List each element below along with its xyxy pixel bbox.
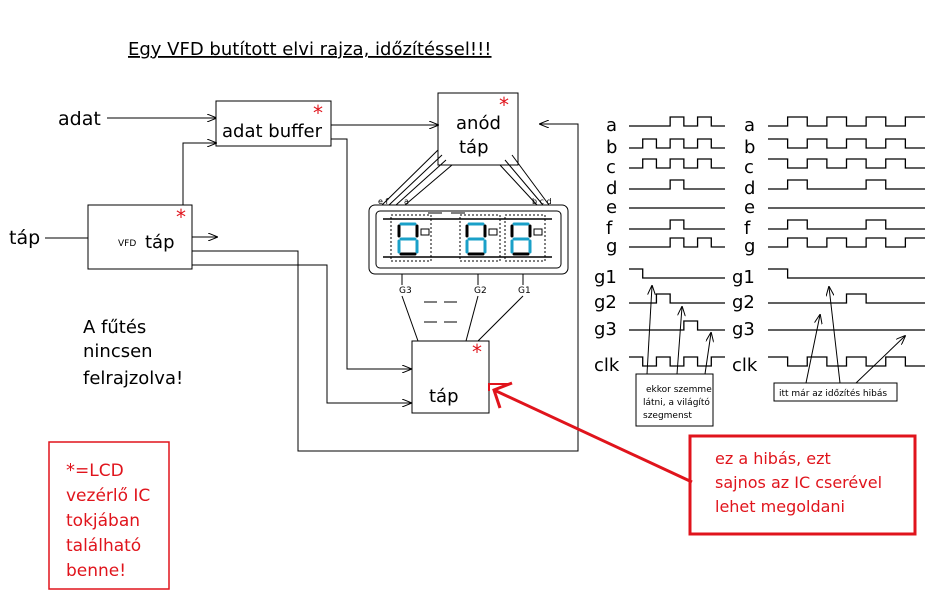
- error-arrow: [493, 388, 693, 484]
- segment-pins-right: b c d: [532, 197, 552, 206]
- waveform-c: [768, 158, 925, 169]
- signal-label-g3: g3: [732, 319, 755, 340]
- signal-label-a: a: [606, 115, 617, 136]
- signal-label-g2: g2: [594, 292, 617, 313]
- signal-label-d: d: [744, 178, 755, 199]
- lcd-note-line: vezérlő IC: [66, 486, 150, 506]
- waveform-g1: [629, 268, 725, 279]
- timing-note-left-line: ekkor szemmel: [646, 385, 714, 395]
- timing-note-left-box: [635, 373, 714, 427]
- signal-label-f: f: [744, 218, 751, 239]
- vfdtap-to-buffer: [182, 143, 216, 205]
- timing-note-arrows: [646, 286, 905, 384]
- anod-label: anód: [456, 113, 501, 134]
- timing-note-left-line: látni, a világító: [643, 397, 710, 408]
- asterisk-marker: *: [472, 340, 482, 364]
- waveform-b: [768, 138, 925, 149]
- display-element: [488, 228, 498, 236]
- waveform-b: [629, 138, 725, 149]
- asterisk-marker: *: [313, 101, 323, 125]
- signal-label-b: b: [606, 137, 617, 158]
- futes-note-line: nincsen: [83, 341, 153, 362]
- waveform-clk: [768, 356, 925, 367]
- signal-label-clk: clk: [594, 355, 620, 376]
- grid-wires: [401, 274, 524, 342]
- lcd-note-line: benne!: [66, 561, 126, 581]
- vfdtap-line-2: [192, 124, 579, 452]
- page-title: Egy VFD butított elvi rajza, időzítéssel…: [128, 39, 492, 60]
- waveform-g1: [768, 268, 925, 279]
- waveform-g3: [629, 320, 725, 331]
- signal-label-g: g: [744, 236, 755, 257]
- lcd-note-line: található: [66, 536, 141, 556]
- signal-label-g3: g3: [594, 319, 617, 340]
- vfd-tap-label: táp: [145, 232, 175, 253]
- signal-label-e: e: [744, 197, 755, 218]
- signal-label-g1: g1: [732, 267, 755, 288]
- error-note-line: ez a hibás, ezt: [715, 449, 831, 468]
- grid-label: G3: [399, 286, 412, 296]
- futes-note-line: A fűtés: [83, 317, 146, 338]
- error-note-line: lehet megoldani: [715, 497, 845, 516]
- lcd-note-line: tokjában: [66, 511, 140, 531]
- error-note-box: [688, 434, 917, 536]
- signal-label-g1: g1: [594, 267, 617, 288]
- asterisk-marker: *: [66, 460, 75, 481]
- adat-label: adat: [58, 108, 101, 130]
- waveform-g: [629, 237, 725, 248]
- waveform-c: [629, 158, 725, 169]
- signal-label-d: d: [606, 178, 617, 199]
- waveform-f: [629, 219, 725, 230]
- anod-to-display-wires: [381, 149, 550, 206]
- tap-input-label: táp: [9, 227, 40, 249]
- bottom-tap-box: [411, 340, 490, 414]
- segment-pins-left: e f: [378, 197, 388, 206]
- red-bracket: [488, 383, 508, 391]
- grid-label: G1: [518, 286, 531, 296]
- timing-note-right-box: [773, 382, 898, 402]
- asterisk-marker: *: [176, 205, 186, 229]
- error-arrowhead: [492, 381, 513, 409]
- signal-label-g2: g2: [732, 292, 755, 313]
- waveform-g2: [768, 293, 925, 304]
- waveform-g2: [629, 293, 725, 304]
- signal-label-g: g: [606, 236, 617, 257]
- signal-label-c: c: [744, 157, 754, 178]
- signal-label-a: a: [744, 115, 755, 136]
- vfd-display: [368, 204, 569, 275]
- anod-tap-box: [437, 92, 519, 166]
- waveform-a: [768, 116, 925, 127]
- futes-note-line: felrajzolva!: [83, 368, 183, 389]
- signal-label-f: f: [606, 218, 613, 239]
- display-element: [420, 228, 430, 236]
- grid-label: G2: [474, 286, 487, 296]
- timing-note-right-text: itt már az időzítés hibás: [779, 388, 887, 399]
- vfd-tap-box: [87, 204, 193, 270]
- segment-pin-a: a: [404, 197, 409, 206]
- vfd-small-label: VFD: [118, 239, 136, 249]
- anod-tap-label: táp: [459, 137, 489, 158]
- signal-label-e: e: [606, 197, 617, 218]
- bottom-tap-label: táp: [429, 386, 459, 407]
- waveform-d: [768, 179, 925, 190]
- waveform-a: [629, 116, 725, 127]
- signal-label-clk: clk: [732, 355, 758, 376]
- signal-label-b: b: [744, 137, 755, 158]
- buffer-to-tap: [331, 138, 411, 369]
- lcd-note-box: [48, 441, 170, 590]
- adat-buffer-label: adat buffer: [222, 121, 323, 142]
- adat-buffer-box: [215, 100, 332, 147]
- waveform-d: [629, 179, 725, 190]
- waveform-f: [768, 219, 925, 230]
- waveform-clk: [629, 356, 725, 367]
- waveform-g: [768, 237, 925, 248]
- vfdtap-line-3: [192, 264, 411, 403]
- lcd-note-line: =LCD: [75, 461, 124, 481]
- error-note-line: sajnos az IC cserével: [715, 473, 882, 492]
- signal-label-c: c: [606, 157, 616, 178]
- display-element: [533, 228, 543, 236]
- asterisk-marker: *: [499, 93, 509, 117]
- timing-note-left-line: szegmenst: [643, 411, 692, 421]
